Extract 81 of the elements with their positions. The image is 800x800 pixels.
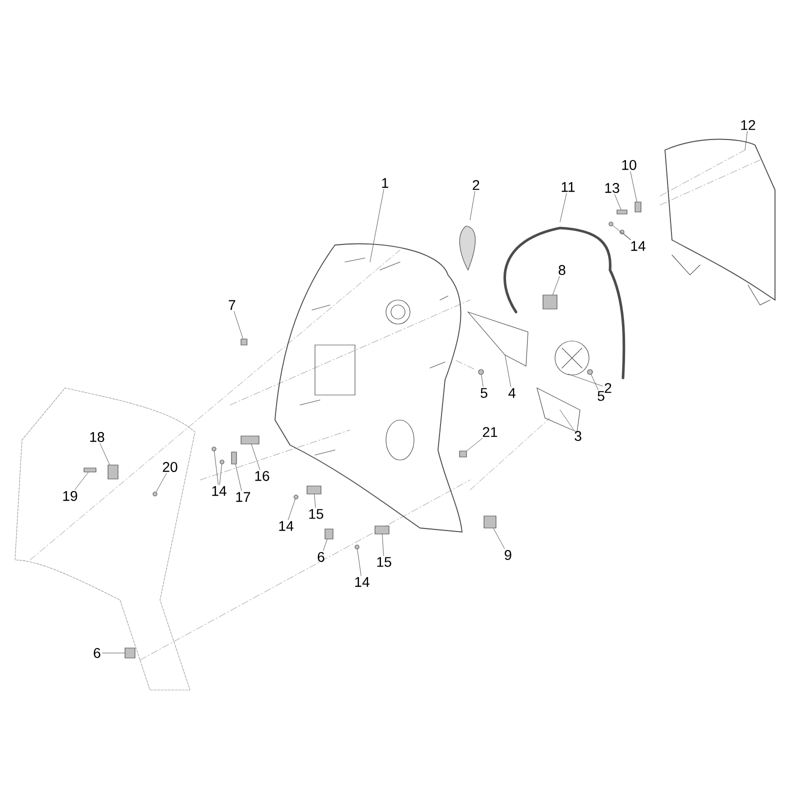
- callout-number: 14: [279, 521, 294, 531]
- leader-line: [568, 374, 603, 386]
- screw: [212, 446, 216, 452]
- screw: [354, 544, 360, 550]
- clip: [459, 450, 467, 458]
- leader-line: [744, 131, 748, 150]
- screw: [220, 460, 224, 464]
- callout-number: 2: [472, 180, 480, 190]
- callout-number: 14: [631, 241, 646, 251]
- clip: [124, 648, 136, 658]
- callout-number: 6: [318, 552, 324, 562]
- callout-number: 16: [255, 471, 270, 481]
- clip: [634, 202, 642, 212]
- leader-line: [590, 374, 598, 390]
- clip: [240, 436, 260, 444]
- clip: [231, 452, 237, 464]
- callout-number: 5: [598, 391, 604, 401]
- callout-number: 13: [605, 183, 620, 193]
- leader-line: [504, 354, 512, 387]
- callout-number: 2: [604, 383, 612, 393]
- leader-line: [624, 233, 632, 240]
- callout-number: 21: [482, 427, 498, 437]
- callout-number: 15: [377, 557, 392, 567]
- callout-number: 3: [574, 431, 582, 441]
- callout-number: 5: [480, 388, 488, 398]
- leader-line: [470, 191, 476, 220]
- clip: [542, 294, 558, 310]
- callout-number: 7: [228, 300, 236, 310]
- leader-line: [612, 225, 631, 240]
- screw: [620, 230, 624, 234]
- leader-line: [357, 549, 362, 576]
- leader-line: [314, 494, 316, 508]
- callout-number: 19: [63, 491, 78, 501]
- callout-number: 9: [504, 550, 512, 560]
- callout-number: 14: [212, 486, 226, 496]
- callout-number: 6: [94, 648, 100, 658]
- leader-line: [382, 534, 384, 556]
- clip: [374, 526, 390, 534]
- clip: [324, 528, 334, 540]
- callout-number: 15: [309, 509, 324, 519]
- leader-line: [100, 443, 110, 465]
- screw: [152, 492, 158, 496]
- clip: [484, 516, 496, 528]
- callout-number: 10: [622, 160, 636, 170]
- callout-number: 12: [741, 120, 756, 130]
- clip: [84, 468, 96, 472]
- leader-line: [219, 464, 222, 485]
- leader-line: [235, 464, 242, 491]
- leader-line: [323, 539, 328, 551]
- leader-line: [614, 194, 622, 210]
- leader-line: [74, 472, 88, 490]
- leader-line: [630, 171, 638, 202]
- leader-line: [288, 498, 296, 520]
- leader-line: [552, 276, 560, 295]
- clip: [306, 486, 322, 494]
- screw: [478, 369, 484, 375]
- screw: [608, 222, 614, 226]
- callout-number: 11: [562, 182, 575, 192]
- callout-number: 18: [90, 432, 104, 442]
- callout-number: 14: [355, 577, 370, 587]
- callout-number: 20: [162, 462, 178, 472]
- leader-line: [466, 438, 482, 452]
- callout-number: 4: [508, 388, 516, 398]
- leader-line: [560, 193, 567, 222]
- leader-line: [214, 451, 218, 485]
- clip: [240, 338, 248, 346]
- clip: [616, 210, 628, 214]
- callout-number: 1: [382, 178, 388, 188]
- leader-line: [481, 374, 484, 387]
- leader-line: [370, 189, 384, 262]
- clip: [108, 464, 118, 480]
- leader-line: [493, 528, 505, 549]
- screw: [587, 369, 593, 375]
- screw: [294, 494, 298, 500]
- leader-line: [251, 444, 260, 470]
- leader-line: [102, 652, 125, 654]
- leader-line: [234, 311, 244, 339]
- callout-number: 8: [558, 265, 566, 275]
- callout-number: 17: [236, 492, 250, 502]
- leader-line: [156, 473, 167, 492]
- leader-line: [560, 410, 574, 430]
